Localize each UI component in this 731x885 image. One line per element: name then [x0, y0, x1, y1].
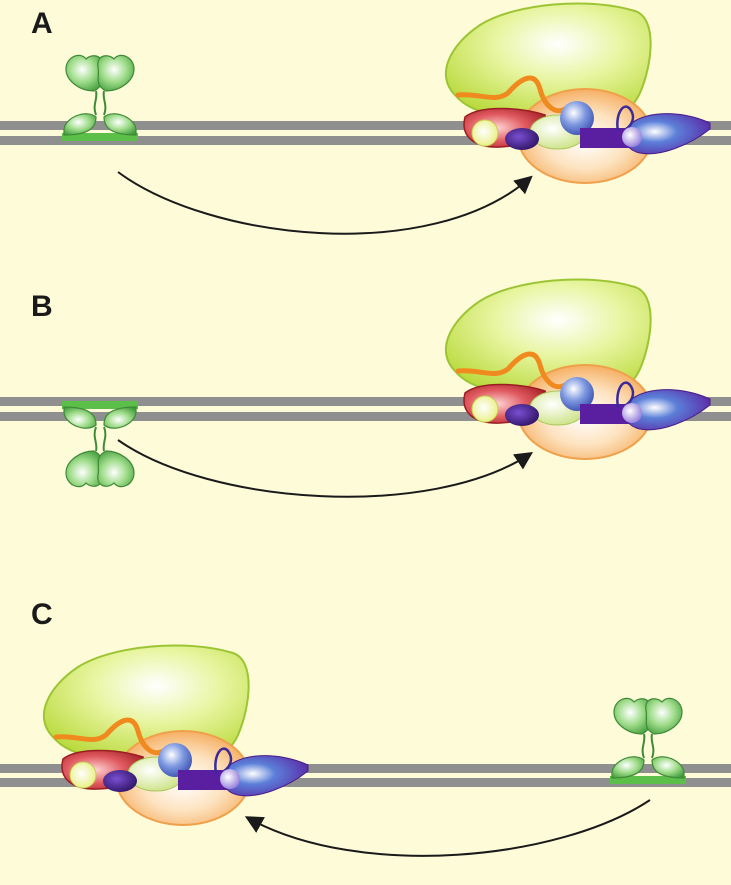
transcription-complex	[44, 645, 308, 825]
dna-strands	[0, 764, 731, 787]
interaction-arrow	[117, 439, 534, 498]
transcription-complex	[446, 3, 710, 183]
dna-strands	[0, 397, 731, 421]
interaction-arrow	[244, 799, 651, 857]
panel-label-b: B	[31, 290, 53, 323]
interaction-arrow	[117, 171, 533, 235]
transcription-complex	[446, 279, 710, 459]
panel-b: B	[0, 279, 731, 498]
panel-label-a: A	[31, 7, 53, 40]
panel-c: C	[0, 598, 731, 857]
panel-label-c: C	[31, 598, 53, 631]
dna-strands	[0, 121, 731, 145]
panel-a: A	[0, 3, 731, 235]
